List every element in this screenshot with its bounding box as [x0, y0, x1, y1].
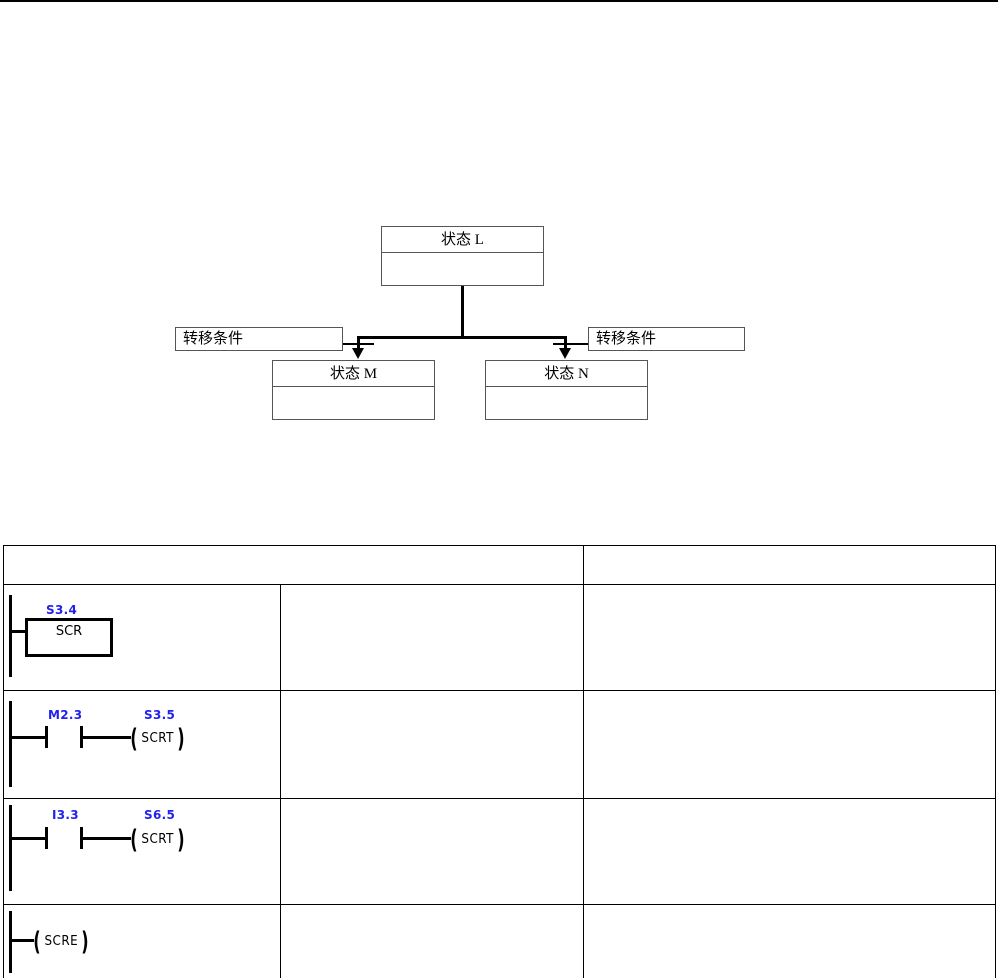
state-box-M-body	[273, 387, 434, 419]
coil-scre-icon: (SCRE)	[31, 929, 91, 955]
coil-close-paren: )	[81, 927, 90, 957]
rung-note-middle	[280, 584, 584, 691]
contact-bar-left-icon	[45, 827, 48, 849]
page-top-rule	[0, 0, 998, 2]
rung-cell-scrt-1: M2.3 S3.5 (SCRT)	[3, 690, 281, 799]
coil-open-paren: (	[130, 724, 138, 754]
transition-condition-right-label: 转移条件	[596, 331, 657, 347]
contact-address-label: I3.3	[52, 808, 79, 822]
state-box-N-body	[486, 387, 647, 419]
rung-wire-a	[9, 736, 47, 739]
coil-instruction-label: SCRE	[44, 934, 79, 949]
ladder-left-rail-icon	[9, 701, 12, 787]
table-row: M2.3 S3.5 (SCRT)	[3, 690, 996, 799]
ladder-left-rail-icon	[9, 595, 12, 677]
rung-wire-a	[9, 939, 34, 942]
state-box-N: 状态 N	[485, 360, 648, 420]
state-box-L-body	[382, 253, 543, 285]
table-row: I3.3 S6.5 (SCRT)	[3, 798, 996, 905]
coil-scrt-icon: (SCRT)	[128, 827, 187, 853]
rung-cell-scr: S3.4 SCR	[3, 584, 281, 691]
sfc-transition-tick-right	[553, 343, 589, 345]
table-header-left-cell	[3, 545, 584, 585]
rung-note-middle	[280, 690, 584, 799]
sfc-transition-tick-left	[343, 343, 374, 345]
rung-note-right	[583, 690, 996, 799]
state-box-L: 状态 L	[381, 226, 544, 286]
transition-condition-right: 转移条件	[588, 327, 745, 351]
ladder-left-rail-icon	[9, 805, 12, 891]
state-box-M: 状态 M	[272, 360, 435, 420]
rung-note-middle	[280, 798, 584, 905]
rung-note-right	[583, 904, 996, 978]
table-row: S3.4 SCR	[3, 584, 996, 691]
rung-cell-scre: (SCRE)	[3, 904, 281, 978]
scr-input-wire	[9, 630, 26, 633]
rung-note-middle	[280, 904, 584, 978]
sfc-branch-right-arrowhead	[559, 348, 571, 359]
contact-address-label: M2.3	[48, 708, 83, 722]
coil-scrt-icon: (SCRT)	[128, 726, 187, 752]
coil-close-paren: )	[177, 825, 185, 855]
coil-open-paren: (	[130, 825, 138, 855]
rung-wire-a	[9, 837, 47, 840]
scr-address-label: S3.4	[46, 603, 78, 617]
sfc-branch-right-vertical	[564, 336, 567, 354]
sfc-branch-left-vertical	[357, 336, 360, 354]
rung-note-right	[583, 584, 996, 691]
table-header-row	[3, 545, 996, 585]
coil-close-paren: )	[177, 724, 185, 754]
coil-address-label: S6.5	[144, 808, 176, 822]
state-box-L-label: 状态 L	[382, 227, 543, 253]
sfc-divergence-diagram: 状态 L 转移条件 转移条件 状态 M 状态 N	[175, 226, 745, 420]
transition-condition-left: 转移条件	[175, 327, 343, 351]
coil-instruction-label: SCRT	[141, 832, 174, 847]
table-header-right-cell	[583, 545, 996, 585]
table-row: (SCRE)	[3, 904, 996, 978]
rung-wire-b	[80, 837, 131, 840]
sfc-stem-vertical	[461, 286, 464, 338]
scr-block-instruction: SCR	[55, 624, 83, 639]
rung-note-right	[583, 798, 996, 905]
transition-condition-left-label: 转移条件	[183, 331, 244, 347]
contact-bar-left-icon	[45, 726, 48, 748]
coil-address-label: S3.5	[144, 708, 176, 722]
sfc-divergence-bus	[357, 336, 567, 339]
coil-open-paren: (	[33, 927, 41, 957]
ladder-left-rail-icon	[9, 911, 12, 973]
coil-instruction-label: SCRT	[141, 731, 174, 746]
sfc-branch-left-arrowhead	[352, 348, 364, 359]
rung-cell-scrt-2: I3.3 S6.5 (SCRT)	[3, 798, 281, 905]
ladder-instruction-table: S3.4 SCR M2.3 S3.5	[3, 545, 996, 978]
state-box-N-label: 状态 N	[486, 361, 647, 387]
state-box-M-label: 状态 M	[273, 361, 434, 387]
scr-block-icon: SCR	[25, 618, 113, 657]
rung-wire-b	[80, 736, 131, 739]
